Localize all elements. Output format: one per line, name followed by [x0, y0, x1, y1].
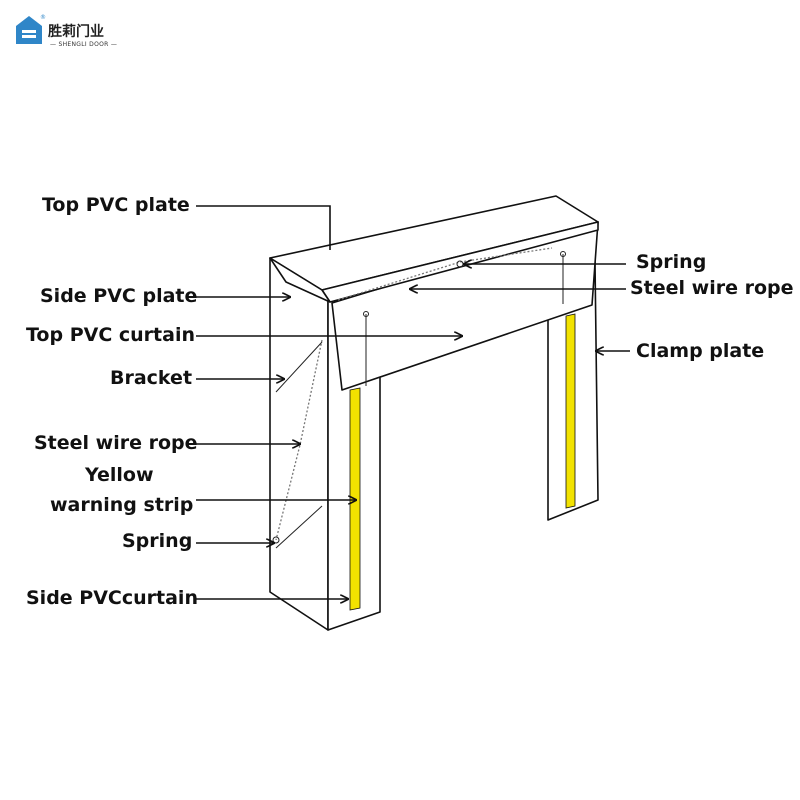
label-spring-left: Spring [122, 530, 192, 552]
label-side-pvc-plate: Side PVC plate [40, 285, 197, 307]
label-steel-wire-rope-left: Steel wire rope [34, 432, 198, 454]
side-plate-fold [269, 257, 331, 303]
label-side-pvc-curtain: Side PVCcurtain [26, 587, 198, 609]
wire-rope-top [337, 247, 553, 301]
registered-mark: ® [40, 14, 46, 21]
wire-rope-left [275, 339, 323, 541]
label-yellow-line1: Yellow [84, 464, 154, 486]
label-top-pvc-plate: Top PVC plate [42, 194, 190, 216]
bracket-left [275, 341, 323, 393]
label-top-pvc-curtain: Top PVC curtain [26, 324, 195, 346]
label-bracket: Bracket [110, 367, 192, 389]
spring-right [456, 260, 464, 268]
door-frame [269, 195, 599, 631]
brand-name-cn: 胜莉门业 [48, 23, 104, 40]
label-clamp-plate: Clamp plate [636, 340, 764, 362]
warning-strip-right [565, 313, 576, 509]
arrow-top-pvc-plate [196, 205, 331, 250]
label-spring-right: Spring [636, 251, 706, 273]
leader-arrows [196, 205, 630, 599]
brand-logo: ® 胜莉门业 — SHENGLI DOOR — [16, 14, 117, 48]
brand-name-en: — SHENGLI DOOR — [50, 41, 117, 48]
warning-strip-left [349, 387, 361, 611]
label-steel-wire-rope-right: Steel wire rope [630, 277, 794, 299]
label-yellow-line2: warning strip [50, 494, 193, 516]
